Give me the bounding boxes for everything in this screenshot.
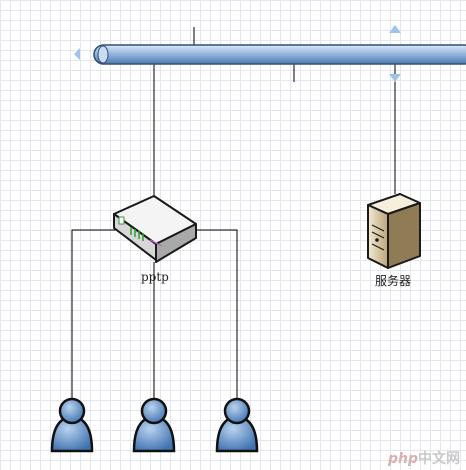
resize-handles[interactable] [74, 25, 401, 82]
up-arrow-handle[interactable] [389, 25, 401, 33]
router-label: pptp [141, 270, 169, 284]
network-bus[interactable] [93, 44, 466, 65]
server-label: 服务器 [375, 274, 412, 288]
watermark: php中文网 [388, 448, 460, 468]
server-icon[interactable] [367, 193, 421, 269]
connection-lines [71, 27, 396, 400]
router-to-user-right-line [194, 229, 238, 400]
router-to-user-left-line [71, 229, 116, 400]
watermark-text: 中文网 [418, 451, 460, 467]
left-arrow-handle[interactable] [74, 48, 80, 60]
user-icon-left[interactable] [50, 397, 94, 453]
router-icon[interactable] [113, 195, 197, 263]
watermark-logo: php [387, 451, 418, 467]
user-icon-right[interactable] [215, 397, 259, 453]
down-arrow-handle[interactable] [389, 74, 401, 82]
user-icon-center[interactable] [132, 397, 176, 453]
